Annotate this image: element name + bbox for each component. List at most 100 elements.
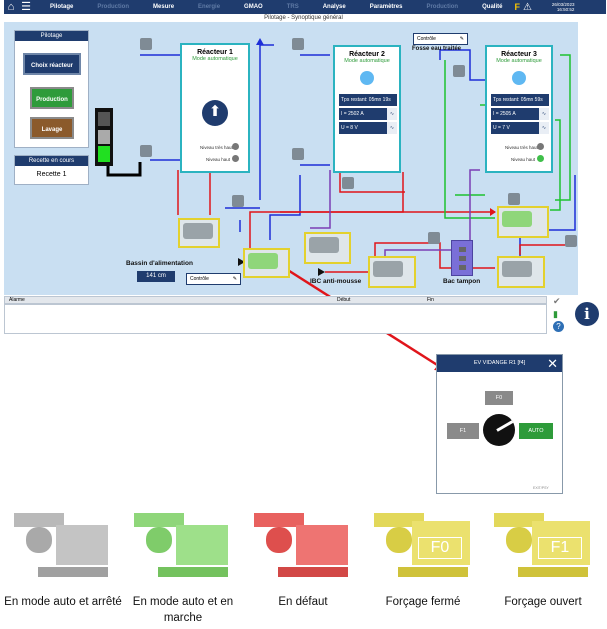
choix-reacteur-button[interactable]: Choix réacteur — [23, 53, 81, 75]
valve-icon[interactable] — [565, 235, 577, 247]
nav-trs[interactable]: TRS — [286, 4, 299, 10]
pump-gray-icon — [14, 513, 108, 577]
bassin-level-value: 141 cm — [137, 271, 175, 282]
reactor-1[interactable]: Réacteur 1 Mode automatique ⬆ Niveau trè… — [180, 43, 250, 173]
pump-anti-mousse[interactable] — [304, 232, 351, 264]
reactor-1-mode: Mode automatique — [192, 56, 238, 62]
legend-label-fault: En défaut — [278, 596, 328, 608]
f0-button[interactable]: F0 — [485, 391, 513, 405]
pilotage-title: Pilotage — [15, 31, 88, 41]
reactor-3-mode: Mode automatique — [496, 58, 542, 64]
valve-icon[interactable] — [292, 148, 304, 160]
recette-title: Recette en cours — [15, 156, 88, 166]
home-icon[interactable]: ⌂ — [7, 1, 15, 13]
reactor-1-level-mid-led — [232, 155, 239, 162]
reactor-2-time: Tps restant: 05mn 19s — [339, 94, 397, 106]
valve-icon[interactable] — [292, 38, 304, 50]
valve-icon[interactable] — [508, 193, 520, 205]
wave-icon: ∿ — [387, 122, 397, 134]
nav-analyse[interactable]: Analyse — [322, 4, 346, 10]
alarm-col-start: Début — [337, 297, 351, 303]
valve-icon[interactable] — [140, 145, 152, 157]
info-icon[interactable]: i — [575, 302, 599, 326]
nav-energie[interactable]: Energie — [198, 4, 221, 10]
green-pipes — [444, 54, 571, 219]
reactor-3-voltage: U = 7 V∿ — [491, 122, 549, 134]
reactor-3-level-high: Niveau très haut — [505, 145, 538, 150]
close-icon[interactable]: ✕ — [547, 356, 558, 371]
fosse-label: Fosse eau traitée — [412, 46, 462, 52]
f0-tag: F0 — [418, 537, 462, 559]
nav-pilotage[interactable]: Pilotage — [50, 4, 74, 10]
water-drop-icon — [360, 71, 374, 85]
lavage-button[interactable]: Lavage — [30, 117, 74, 139]
reactor-3-title: Réacteur 3 — [501, 51, 537, 58]
ibc-label: IBC anti-mousse — [310, 278, 362, 285]
reactor-1-level-high-led — [232, 143, 239, 150]
reactor-1-level-mid: Niveau haut — [206, 157, 231, 162]
pump-transfert-r3[interactable] — [497, 256, 545, 288]
pump-transfert-tampon[interactable] — [368, 256, 416, 288]
chart-icon[interactable]: ▮ — [553, 309, 558, 319]
reactor-2-current: I = 2502 A∿ — [339, 108, 397, 120]
pump-yellow-f1-icon: F1 — [488, 507, 598, 585]
alarm-header: Alarme Début Fin — [4, 296, 547, 304]
production-button[interactable]: Production — [30, 87, 74, 109]
valve-icon[interactable] — [428, 232, 440, 244]
legend-label-auto-stopped: En mode auto et arrêté — [4, 596, 122, 608]
valve-icon[interactable] — [453, 65, 465, 77]
help-icon[interactable]: ? — [553, 321, 564, 332]
menu-icon[interactable]: ☰ — [21, 1, 31, 13]
valve-icon[interactable] — [342, 177, 354, 189]
alarm-col-end: Fin — [427, 297, 434, 303]
nav-mesure[interactable]: Mesure — [153, 4, 175, 10]
reactor-2[interactable]: Réacteur 2 Mode automatique Tps restant:… — [333, 45, 401, 173]
selector-knob[interactable] — [483, 414, 515, 446]
reactor-3[interactable]: Réacteur 3 Mode automatique Tps restant:… — [485, 45, 553, 173]
bac-tampon-tank[interactable] — [451, 240, 473, 276]
popup-header: EV VIDANGE R1 [f4] ✕ — [437, 355, 562, 372]
checkmark-icon[interactable]: ✔ — [553, 296, 561, 306]
pump-recirculation-r3[interactable] — [497, 206, 549, 238]
nav-parametres[interactable]: Paramètres — [369, 4, 403, 10]
controle-fosse-button[interactable]: Contrôle✎ — [413, 33, 468, 45]
pump-transfert-r1[interactable] — [178, 218, 220, 248]
f1-button[interactable]: F1 — [447, 423, 479, 439]
alarm-col-label: Alarme — [9, 297, 25, 303]
nav-production[interactable]: Production — [97, 4, 130, 10]
pump-alimentation[interactable] — [243, 248, 290, 278]
auto-button[interactable]: AUTO — [519, 423, 553, 439]
alarm-list[interactable] — [4, 304, 547, 334]
legend-label-forced-open: Forçage ouvert — [504, 596, 582, 608]
flag-indicator[interactable]: F — [514, 2, 520, 12]
reactor-1-level-high: Niveau très haut — [200, 145, 233, 150]
pencil-icon: ✎ — [232, 276, 237, 282]
valve-icon[interactable] — [140, 38, 152, 50]
reactor-3-level-mid-led — [537, 155, 544, 162]
pilotage-panel: Pilotage Choix réacteur Production Lavag… — [14, 30, 89, 148]
pump-red-icon — [254, 513, 348, 577]
wave-icon: ∿ — [387, 108, 397, 120]
reactor-3-current: I = 2505 A∿ — [491, 108, 549, 120]
nav-production-2[interactable]: Production — [426, 4, 459, 10]
arrow-up-icon: ⬆ — [202, 100, 228, 126]
reactor-3-level-high-led — [537, 143, 544, 150]
valve-icon[interactable] — [232, 195, 244, 207]
reactor-1-title: Réacteur 1 — [197, 49, 233, 56]
wave-icon: ∿ — [539, 108, 549, 120]
popup-title: EV VIDANGE R1 [f4] — [473, 360, 526, 366]
warning-icon[interactable]: ⚠ — [522, 1, 532, 13]
nav-gmao[interactable]: GMAO — [244, 4, 263, 10]
controle-bassin-button[interactable]: Contrôle✎ — [186, 273, 241, 285]
tank-pipe — [106, 162, 142, 177]
legend-label-auto-running: En mode auto et en marche — [132, 596, 234, 624]
f1-tag: F1 — [538, 537, 582, 559]
reactor-2-title: Réacteur 2 — [349, 51, 385, 58]
page-title: Pilotage - Synoptique général — [264, 15, 343, 21]
nav-qualite[interactable]: Qualité — [482, 4, 503, 10]
pencil-icon: ✎ — [459, 36, 464, 42]
reactor-3-level-mid: Niveau haut — [511, 157, 536, 162]
pump-green-icon — [134, 513, 228, 577]
purple-pipes — [310, 169, 480, 258]
